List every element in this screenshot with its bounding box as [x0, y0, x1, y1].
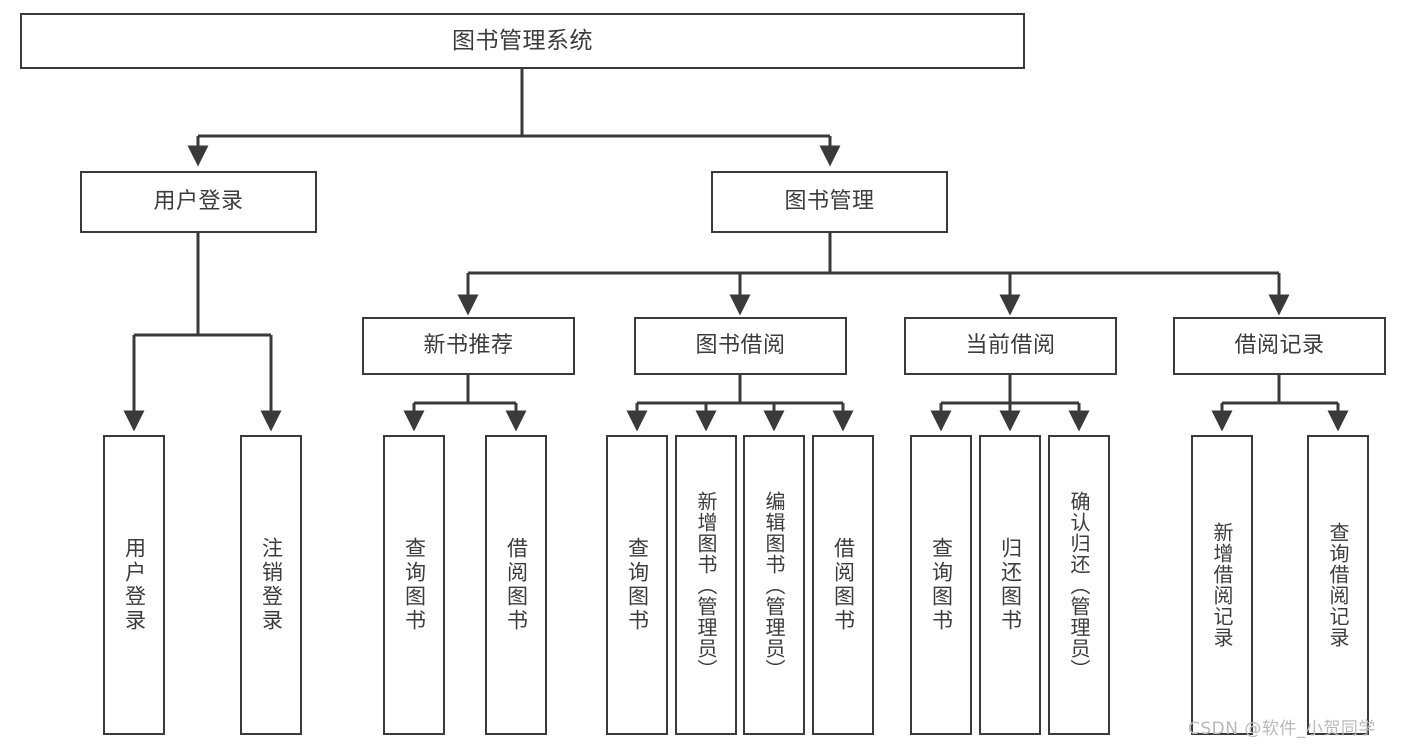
node-label: 查询图书 — [929, 537, 954, 633]
leaf-logout[interactable]: 注销登录 — [240, 435, 302, 735]
leaf-query-book-borrow[interactable]: 查询图书 — [606, 435, 668, 735]
node-label: 用户登录 — [122, 537, 147, 633]
csdn-watermark: CSDN @软件_小贺同学 — [1188, 719, 1376, 739]
node-current-borrow[interactable]: 当前借阅 — [904, 317, 1117, 375]
node-borrow-record[interactable]: 借阅记录 — [1173, 317, 1386, 375]
leaf-add-borrow-record[interactable]: 新增借阅记录 — [1191, 435, 1253, 735]
node-label: 确认归还（管理员） — [1067, 490, 1091, 680]
node-book-management[interactable]: 图书管理 — [711, 171, 948, 233]
leaf-add-book-admin[interactable]: 新增图书（管理员） — [675, 435, 737, 735]
leaf-borrow-book-recommend[interactable]: 借阅图书 — [485, 435, 547, 735]
node-label: 注销登录 — [259, 537, 284, 633]
node-label: 查询图书 — [625, 537, 650, 633]
leaf-edit-book-admin[interactable]: 编辑图书（管理员） — [743, 435, 805, 735]
node-label: 查询图书 — [402, 537, 427, 633]
node-label: 用户登录 — [153, 189, 244, 215]
leaf-query-borrow-record[interactable]: 查询借阅记录 — [1307, 435, 1369, 735]
leaf-query-book-recommend[interactable]: 查询图书 — [383, 435, 445, 735]
node-label: 查询借阅记录 — [1326, 522, 1350, 648]
node-label: 新增借阅记录 — [1210, 522, 1234, 648]
node-label: 图书借阅 — [695, 333, 786, 359]
node-book-management-system[interactable]: 图书管理系统 — [20, 13, 1025, 69]
node-book-borrow[interactable]: 图书借阅 — [634, 317, 847, 375]
node-label: 新增图书（管理员） — [694, 490, 718, 680]
node-label: 归还图书 — [998, 537, 1023, 633]
node-label: 借阅图书 — [504, 537, 529, 633]
node-new-book-recommend[interactable]: 新书推荐 — [362, 317, 575, 375]
leaf-return-book[interactable]: 归还图书 — [979, 435, 1041, 735]
node-label: 借阅图书 — [831, 537, 856, 633]
node-label: 图书管理系统 — [452, 27, 593, 54]
node-label: 当前借阅 — [965, 333, 1056, 359]
node-user-login[interactable]: 用户登录 — [80, 171, 317, 233]
leaf-query-book-current[interactable]: 查询图书 — [910, 435, 972, 735]
node-label: 新书推荐 — [423, 333, 514, 359]
node-label: 借阅记录 — [1234, 333, 1325, 359]
leaf-borrow-book[interactable]: 借阅图书 — [812, 435, 874, 735]
leaf-user-login[interactable]: 用户登录 — [103, 435, 165, 735]
node-label: 编辑图书（管理员） — [762, 490, 786, 680]
node-label: 图书管理 — [784, 189, 875, 215]
leaf-confirm-return-admin[interactable]: 确认归还（管理员） — [1048, 435, 1110, 735]
